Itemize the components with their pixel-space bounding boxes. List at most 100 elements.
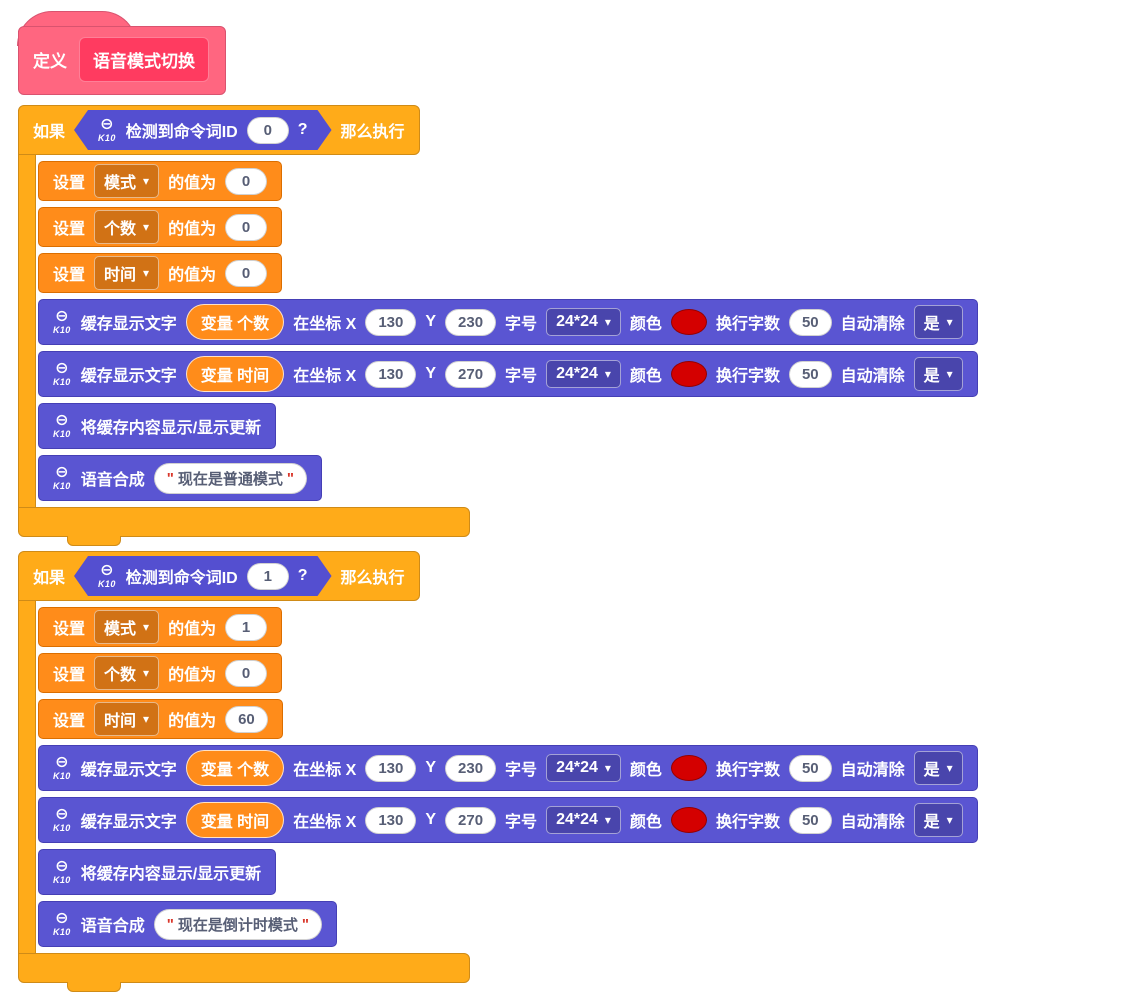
set-variable-block[interactable]: 设置 模式▾ 的值为 1	[38, 607, 283, 647]
chevron-down-icon: ▾	[143, 174, 150, 188]
speech-synthesis-block[interactable]: ⊖K10 语音合成 "现在是倒计时模式"	[38, 901, 337, 947]
variable-name: 时间	[104, 713, 137, 730]
speech-text-input[interactable]: "现在是倒计时模式"	[153, 908, 322, 940]
color-label: 颜色	[629, 316, 662, 333]
variable-reporter[interactable]: 变量 个数	[185, 304, 285, 340]
to-label: 的值为	[168, 175, 217, 192]
y-label: Y	[425, 759, 437, 776]
auto-clear-dropdown[interactable]: 是▾	[913, 305, 963, 339]
value-input[interactable]: 0	[225, 659, 268, 687]
custom-block-prototype[interactable]: 语音模式切换	[79, 37, 209, 82]
font-size-dropdown[interactable]: 24*24▾	[546, 806, 621, 834]
block-label: 将缓存内容显示/显示更新	[80, 866, 262, 883]
color-swatch[interactable]	[670, 807, 707, 833]
command-id-input[interactable]: 0	[247, 117, 289, 144]
variable-dropdown[interactable]: 时间▾	[94, 702, 160, 736]
variable-dropdown[interactable]: 模式▾	[94, 164, 160, 198]
display-text-cache-block[interactable]: ⊖K10 缓存显示文字 变量 时间 在坐标 X 130 Y 270 字号 24*…	[38, 351, 978, 397]
value-input[interactable]: 0	[225, 167, 268, 195]
x-input[interactable]: 130	[365, 360, 417, 388]
font-size-dropdown[interactable]: 24*24▾	[546, 360, 621, 388]
if-header[interactable]: 如果 ⊖K10 检测到命令词ID 0 ? 那么执行	[18, 105, 420, 155]
k10-logo-icon: ⊖K10	[53, 465, 71, 491]
y-input[interactable]: 270	[445, 806, 497, 834]
display-update-block[interactable]: ⊖K10 将缓存内容显示/显示更新	[38, 403, 277, 449]
wrap-label: 换行字数	[715, 316, 780, 333]
font-size-dropdown[interactable]: 24*24▾	[546, 754, 621, 782]
variable-name: 个数	[104, 667, 137, 684]
to-label: 的值为	[168, 221, 217, 238]
k10-label: K10	[53, 927, 71, 937]
wrap-input[interactable]: 50	[788, 308, 832, 336]
boolean-condition-block[interactable]: ⊖K10 检测到命令词ID 0 ?	[74, 110, 332, 150]
variable-reporter[interactable]: 变量 时间	[185, 802, 285, 838]
set-variable-block[interactable]: 设置 个数▾ 的值为 0	[38, 207, 283, 247]
chevron-down-icon: ▾	[946, 761, 953, 775]
x-input[interactable]: 130	[365, 754, 417, 782]
variable-reporter[interactable]: 变量 时间	[185, 356, 285, 392]
condition-label: 检测到命令词ID	[125, 124, 238, 141]
k10-logo-icon: ⊖K10	[98, 563, 116, 589]
display-update-block[interactable]: ⊖K10 将缓存内容显示/显示更新	[38, 849, 277, 895]
wrap-input[interactable]: 50	[788, 806, 832, 834]
command-id-input[interactable]: 1	[247, 563, 289, 590]
auto-clear-label: 自动清除	[840, 316, 905, 333]
x-input[interactable]: 130	[365, 806, 417, 834]
y-label: Y	[425, 811, 437, 828]
variable-dropdown[interactable]: 个数▾	[94, 210, 160, 244]
if-footer[interactable]	[18, 953, 470, 992]
chevron-down-icon: ▾	[143, 266, 150, 280]
set-variable-block[interactable]: 设置 时间▾ 的值为 60	[38, 699, 283, 739]
set-variable-block[interactable]: 设置 个数▾ 的值为 0	[38, 653, 283, 693]
variable-dropdown[interactable]: 时间▾	[94, 256, 160, 290]
open-quote: "	[166, 469, 174, 487]
y-input[interactable]: 230	[445, 308, 497, 336]
set-label: 设置	[53, 713, 86, 730]
boolean-condition-block[interactable]: ⊖K10 检测到命令词ID 1 ?	[74, 556, 332, 596]
if-block: 如果 ⊖K10 检测到命令词ID 0 ? 那么执行 设置 模式▾ 的值为 0 设…	[18, 105, 978, 546]
variable-dropdown[interactable]: 个数▾	[94, 656, 160, 690]
if-footer[interactable]	[18, 507, 470, 546]
wrap-input[interactable]: 50	[788, 754, 832, 782]
color-swatch[interactable]	[670, 309, 707, 335]
speech-synthesis-block[interactable]: ⊖K10 语音合成 "现在是普通模式"	[38, 455, 322, 501]
display-text-cache-block[interactable]: ⊖K10 缓存显示文字 变量 时间 在坐标 X 130 Y 270 字号 24*…	[38, 797, 978, 843]
x-input[interactable]: 130	[365, 308, 417, 336]
block-label: 缓存显示文字	[80, 368, 177, 385]
define-hat-block[interactable]: 定义 语音模式切换	[17, 11, 226, 95]
set-variable-block[interactable]: 设置 模式▾ 的值为 0	[38, 161, 283, 201]
to-label: 的值为	[168, 621, 217, 638]
variable-reporter[interactable]: 变量 个数	[185, 750, 285, 786]
auto-clear-dropdown[interactable]: 是▾	[913, 803, 963, 837]
coord-label: 在坐标 X	[293, 814, 357, 831]
font-size-value: 24*24	[556, 313, 598, 330]
if-header[interactable]: 如果 ⊖K10 检测到命令词ID 1 ? 那么执行	[18, 551, 420, 601]
wrap-input[interactable]: 50	[788, 360, 832, 388]
value-input[interactable]: 0	[225, 259, 268, 287]
color-swatch[interactable]	[670, 361, 707, 387]
auto-clear-dropdown[interactable]: 是▾	[913, 751, 963, 785]
speech-text-input[interactable]: "现在是普通模式"	[153, 462, 307, 494]
set-variable-block[interactable]: 设置 时间▾ 的值为 0	[38, 253, 283, 293]
variable-dropdown[interactable]: 模式▾	[94, 610, 160, 644]
k10-label: K10	[98, 579, 116, 589]
coord-label: 在坐标 X	[293, 368, 357, 385]
font-size-dropdown[interactable]: 24*24▾	[546, 308, 621, 336]
auto-clear-dropdown[interactable]: 是▾	[913, 357, 963, 391]
color-swatch[interactable]	[670, 755, 707, 781]
variable-name: 个数	[104, 221, 137, 238]
k10-glyph-icon: ⊖	[55, 308, 69, 325]
y-label: Y	[425, 313, 437, 330]
k10-label: K10	[53, 823, 71, 833]
y-label: Y	[425, 365, 437, 382]
display-text-cache-block[interactable]: ⊖K10 缓存显示文字 变量 个数 在坐标 X 130 Y 230 字号 24*…	[38, 299, 978, 345]
display-text-cache-block[interactable]: ⊖K10 缓存显示文字 变量 个数 在坐标 X 130 Y 230 字号 24*…	[38, 745, 978, 791]
y-input[interactable]: 230	[445, 754, 497, 782]
value-input[interactable]: 60	[225, 705, 268, 733]
speech-text: 现在是普通模式	[177, 470, 283, 488]
value-input[interactable]: 1	[225, 613, 268, 641]
y-input[interactable]: 270	[445, 360, 497, 388]
chevron-down-icon: ▾	[946, 813, 953, 827]
value-input[interactable]: 0	[225, 213, 268, 241]
